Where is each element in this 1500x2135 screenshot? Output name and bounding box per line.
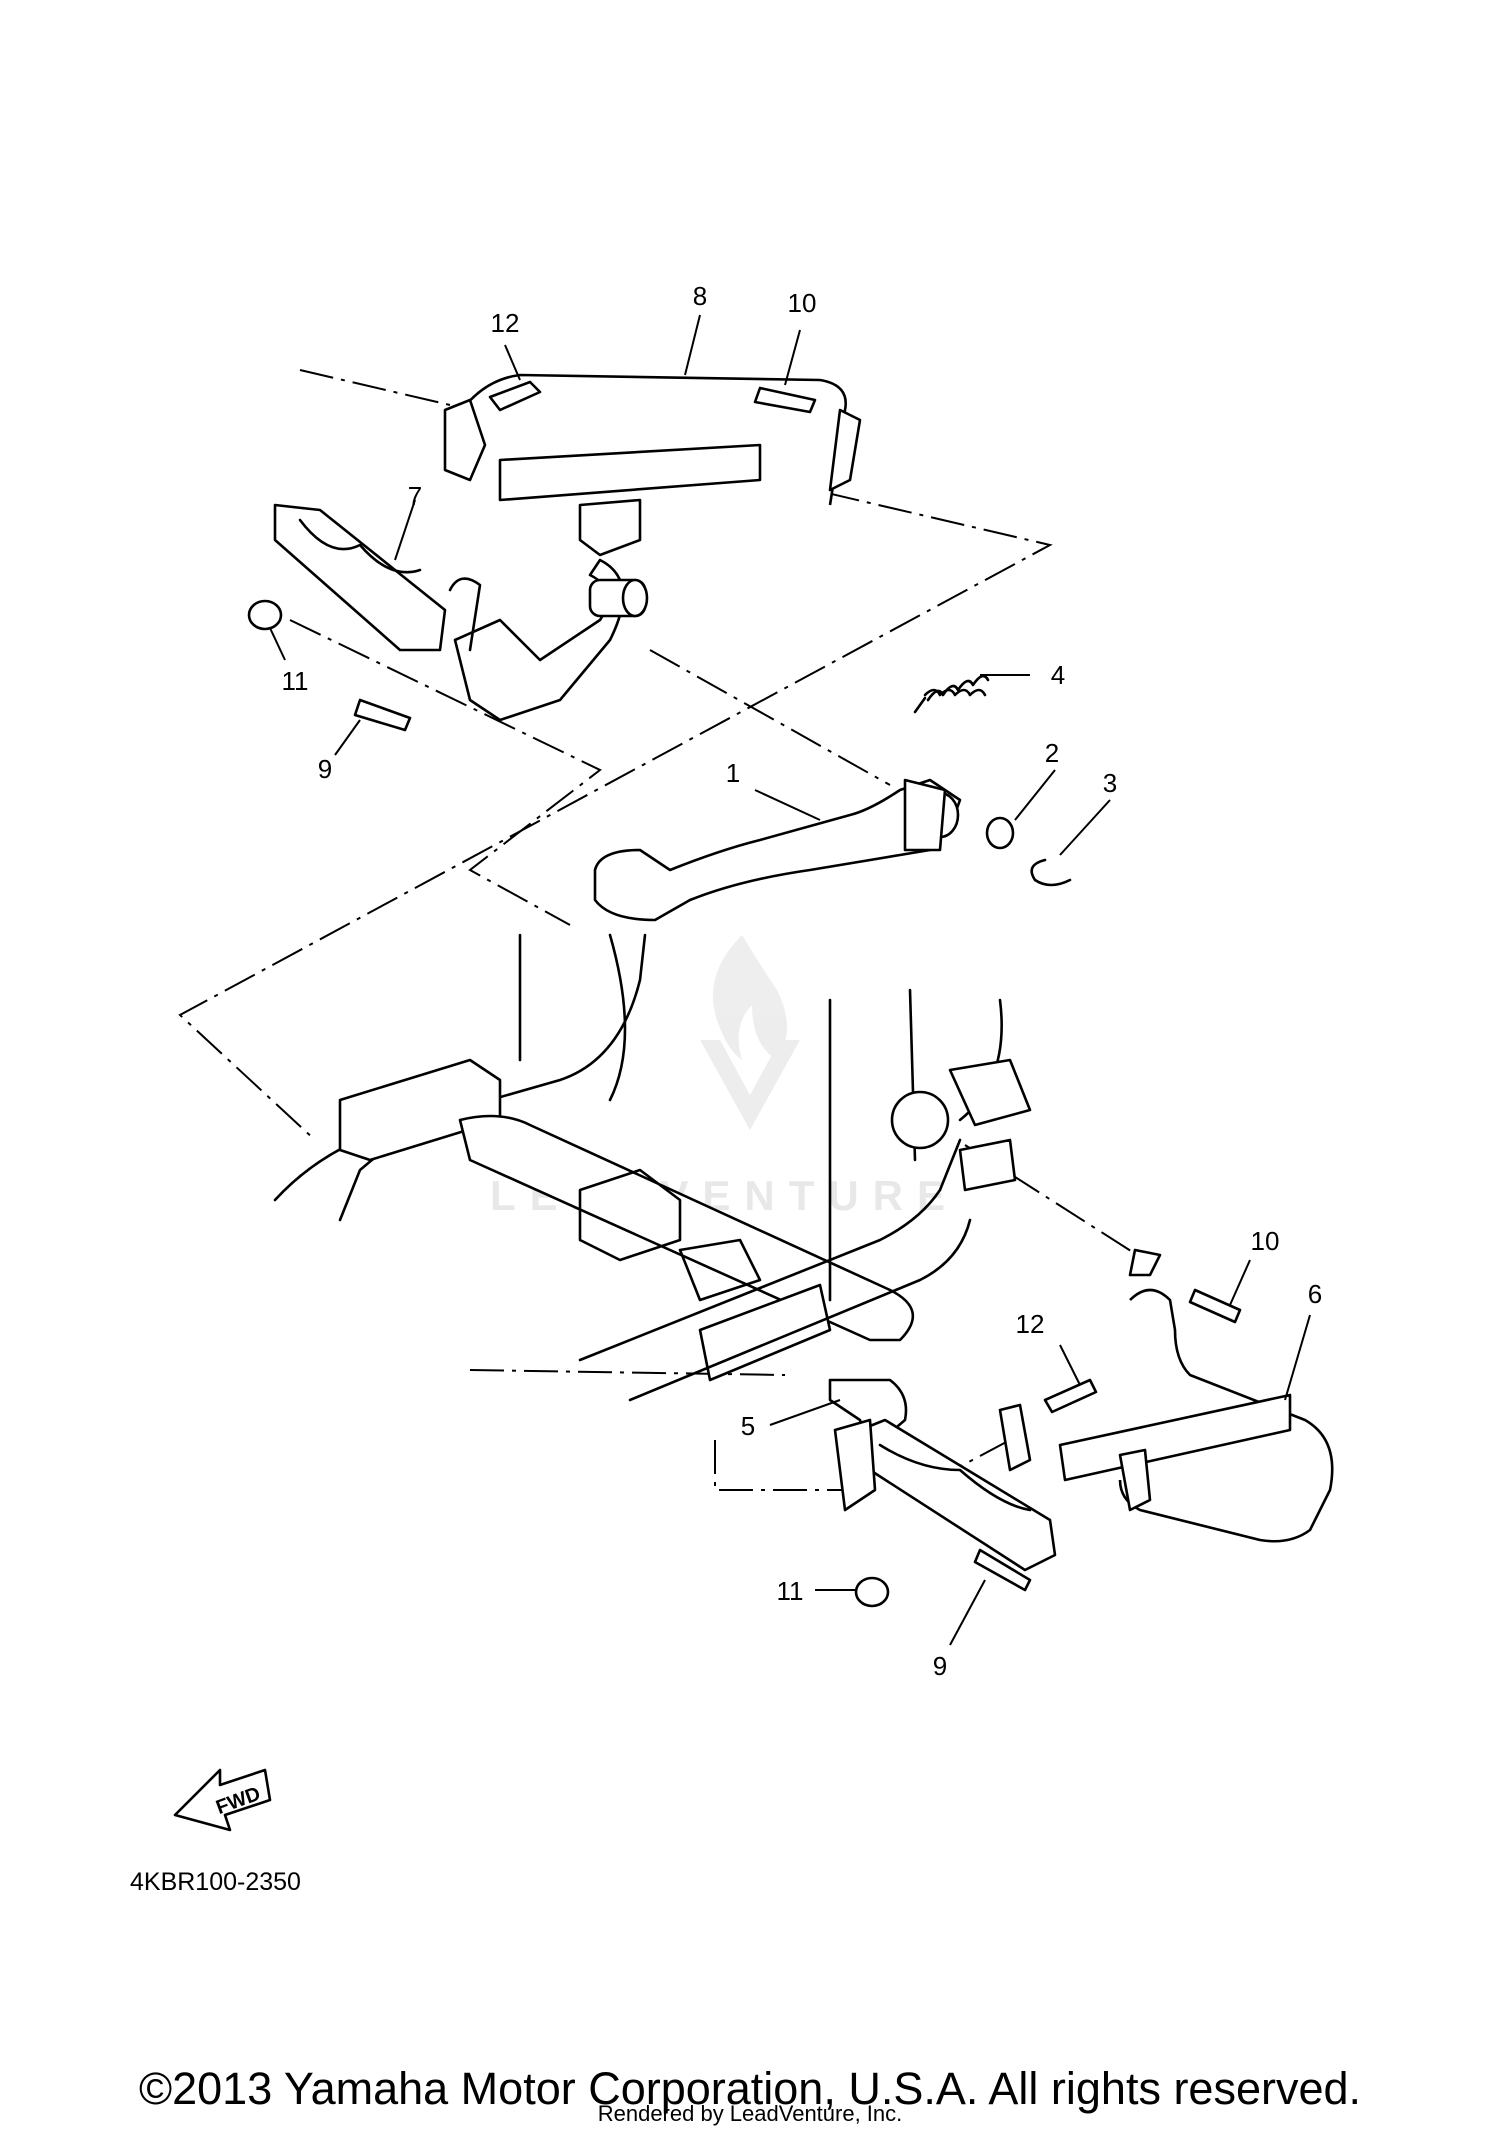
part-1-brake-lever [593,778,962,922]
callout-3: 3 [1103,768,1117,798]
callout-12-bottom: 12 [1016,1309,1045,1339]
callout-6: 6 [1308,1279,1322,1309]
callout-10-top: 10 [788,288,817,318]
bolt-12-bottom [1043,1378,1098,1414]
copyright-notice: ©2013 Yamaha Motor Corporation, U.S.A. A… [138,2063,1362,2114]
leader-lines [269,314,1311,1646]
part-7-footpeg [273,503,649,722]
callout-1: 1 [726,758,740,788]
diagram-code: 4KBR100-2350 [130,1868,301,1896]
fasteners [247,380,1242,1608]
callouts: 1 2 3 4 5 6 7 8 9 9 10 10 11 11 12 12 [282,281,1323,1681]
nut-11-bottom [854,1576,890,1608]
part-5-footpeg [828,1378,1057,1572]
callout-5: 5 [741,1411,755,1441]
bolt-10-bottom [1188,1288,1242,1324]
part-8-bracket [443,373,862,557]
callout-2: 2 [1045,738,1059,768]
part-6-bracket [998,1248,1334,1543]
part-3-clip [1030,858,1072,887]
callout-7: 7 [408,481,422,511]
callout-9-top: 9 [318,754,332,784]
bolt-9-bottom [973,1548,1032,1592]
rendered-by: Rendered by LeadVenture, Inc. [597,2101,903,2126]
callout-10-bottom: 10 [1251,1226,1280,1256]
part-4-spring [913,674,990,714]
callout-11-top: 11 [282,666,309,696]
callout-11-bottom: 11 [777,1576,804,1606]
callout-9-bottom: 9 [933,1651,947,1681]
part-2-washer [985,816,1015,850]
bolt-12-top [488,380,542,412]
nut-11-top [247,599,283,631]
bolt-9-top [353,698,412,732]
bolt-10-top [753,386,817,414]
callout-4: 4 [1051,660,1065,690]
callout-12-top: 12 [491,308,520,338]
frame [273,933,1032,1402]
callout-8: 8 [693,281,707,311]
fwd-arrow: FWD [173,1768,272,1832]
